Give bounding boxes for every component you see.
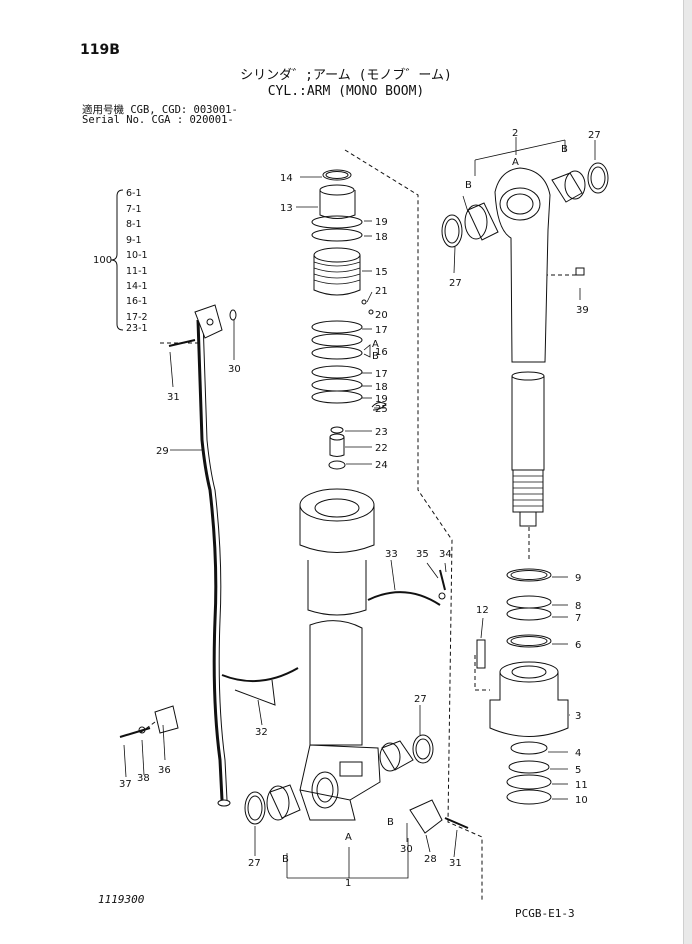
callout-letter-b: B <box>387 817 394 828</box>
kit-item-label: 17-2 <box>126 312 148 323</box>
callout-4: 4 <box>575 748 581 759</box>
kit-item-label: 23-1 <box>126 323 148 334</box>
callout-27: 27 <box>414 694 427 705</box>
title-english: CYL.:ARM (MONO BOOM) <box>267 84 425 99</box>
callout-7: 7 <box>575 613 581 624</box>
callout-28: 28 <box>424 854 437 865</box>
callout-5: 5 <box>575 765 581 776</box>
callout-2: 2 <box>512 128 518 139</box>
callout-13: 13 <box>280 203 293 214</box>
callout-1: 1 <box>345 878 351 889</box>
callout-letter-a: A <box>345 832 352 843</box>
callout-letter-b: B <box>465 180 472 191</box>
callout-31: 31 <box>449 858 462 869</box>
callout-3: 3 <box>575 711 581 722</box>
bottom-bushings <box>244 734 434 825</box>
callout-38: 38 <box>137 773 150 784</box>
callout-34: 34 <box>439 549 452 560</box>
callout-27: 27 <box>248 858 261 869</box>
kit-bracket: 100 6-1 7-1 8-1 9-1 10-1 11-1 14-1 16-1 … <box>93 188 148 334</box>
kit-item-label: 16-1 <box>126 296 148 307</box>
callout-27: 27 <box>449 278 462 289</box>
callout-labels: 1 2 3 4 5 6 7 8 9 10 11 12 13 14 15 16 1… <box>119 128 601 889</box>
page-number: 119B <box>80 42 120 58</box>
callout-17: 17 <box>375 369 388 380</box>
callout-letter-b: B <box>282 854 289 865</box>
kit-item-label: 10-1 <box>126 250 148 261</box>
callout-39: 39 <box>576 305 589 316</box>
callout-17: 17 <box>375 325 388 336</box>
callout-29: 29 <box>156 446 169 457</box>
callout-25: 25 <box>375 404 388 415</box>
callout-36: 36 <box>158 765 171 776</box>
callout-19: 19 <box>375 217 388 228</box>
kit-item-label: 11-1 <box>126 266 148 277</box>
callout-16: 16 <box>375 347 388 358</box>
callout-18: 18 <box>375 232 388 243</box>
callout-11: 11 <box>575 780 588 791</box>
callout-24: 24 <box>375 460 388 471</box>
pipe-clamps <box>119 569 469 834</box>
leader-lines <box>123 137 596 879</box>
serial-applicability-line-2: Serial No. CGA : 020001- <box>82 114 234 126</box>
kit-item-label: 7-1 <box>126 204 142 215</box>
callout-37: 37 <box>119 779 132 790</box>
cylinder-head <box>476 568 569 805</box>
page-edge <box>683 0 692 944</box>
callout-letter-b: B <box>561 144 568 155</box>
rod-eye-bushings <box>441 162 609 248</box>
piston-rod <box>494 167 585 527</box>
callout-letter-b: B <box>372 351 379 362</box>
kit-item-label: 6-1 <box>126 188 142 199</box>
callout-33: 33 <box>385 549 398 560</box>
callout-20: 20 <box>375 310 388 321</box>
callout-22: 22 <box>375 443 388 454</box>
sheet-code: PCGB-E1-3 <box>515 907 575 920</box>
callout-10: 10 <box>575 795 588 806</box>
kit-number-label: 100 <box>93 255 112 266</box>
kit-item-label: 9-1 <box>126 235 142 246</box>
serial-applicability-line-1: 適用号機 CGB, CGD: 003001- <box>82 104 238 116</box>
title-japanese: シリンダ゛;アーム (モノブ゛ーム) <box>240 68 452 83</box>
callout-18: 18 <box>375 382 388 393</box>
callout-letter-a: A <box>372 339 379 350</box>
hydraulic-pipe <box>168 304 237 807</box>
callout-35: 35 <box>416 549 429 560</box>
callout-12: 12 <box>476 605 489 616</box>
callout-8: 8 <box>575 601 581 612</box>
kit-item-label: 8-1 <box>126 219 142 230</box>
drawing-number: 1119300 <box>98 893 145 906</box>
piston-assembly <box>311 169 387 470</box>
callout-letter-a: A <box>512 157 519 168</box>
callout-27: 27 <box>588 130 601 141</box>
callout-15: 15 <box>375 267 388 278</box>
callout-14: 14 <box>280 173 293 184</box>
callout-23: 23 <box>375 427 388 438</box>
callout-31: 31 <box>167 392 180 403</box>
callout-19: 19 <box>375 394 388 405</box>
callout-21: 21 <box>375 286 388 297</box>
callout-9: 9 <box>575 573 581 584</box>
callout-32: 32 <box>255 727 268 738</box>
callout-6: 6 <box>575 640 581 651</box>
callout-30: 30 <box>228 364 241 375</box>
cylinder-tube <box>299 488 381 821</box>
callout-30: 30 <box>400 844 413 855</box>
kit-item-label: 14-1 <box>126 281 148 292</box>
